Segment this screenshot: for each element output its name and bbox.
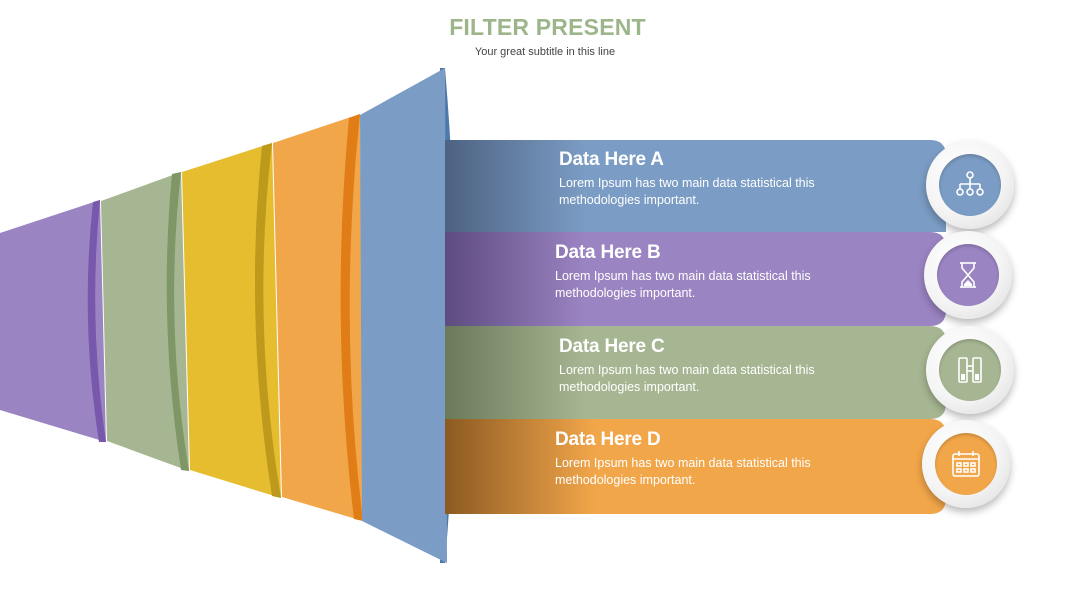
funnel-segment-orange bbox=[273, 114, 363, 521]
funnel-segment-yellow bbox=[182, 143, 281, 498]
item-d-desc: Lorem Ipsum has two main data statistica… bbox=[555, 456, 811, 487]
funnel-segment-green bbox=[101, 172, 189, 471]
item-b-desc: Lorem Ipsum has two main data statistica… bbox=[555, 269, 811, 300]
item-a-desc: Lorem Ipsum has two main data statistica… bbox=[559, 176, 815, 207]
funnel-segment-blue bbox=[360, 68, 456, 563]
band-a bbox=[445, 140, 946, 232]
item-c-badge bbox=[926, 326, 1014, 414]
band-d bbox=[445, 419, 946, 514]
item-a: Data Here A Lorem Ipsum has two main dat… bbox=[559, 149, 859, 209]
item-a-badge bbox=[926, 141, 1014, 229]
calendar-icon bbox=[952, 451, 980, 477]
band-c bbox=[445, 326, 946, 419]
binoculars-icon bbox=[958, 357, 982, 383]
hierarchy-icon bbox=[956, 171, 984, 196]
item-c: Data Here C Lorem Ipsum has two main dat… bbox=[559, 336, 859, 396]
item-a-title: Data Here A bbox=[559, 149, 664, 170]
funnel-segment-purple bbox=[0, 200, 106, 442]
item-b: Data Here B Lorem Ipsum has two main dat… bbox=[555, 242, 855, 302]
page-title: FILTER PRESENT bbox=[449, 14, 646, 40]
item-b-badge bbox=[924, 231, 1012, 319]
item-c-desc: Lorem Ipsum has two main data statistica… bbox=[559, 363, 815, 394]
item-d: Data Here D Lorem Ipsum has two main dat… bbox=[555, 429, 855, 489]
item-d-title: Data Here D bbox=[555, 429, 661, 450]
item-c-title: Data Here C bbox=[559, 336, 665, 357]
item-d-badge bbox=[922, 420, 1010, 508]
hourglass-icon bbox=[960, 262, 976, 288]
item-b-title: Data Here B bbox=[555, 242, 661, 263]
page-subtitle: Your great subtitle in this line bbox=[474, 46, 616, 58]
band-b bbox=[445, 232, 946, 326]
